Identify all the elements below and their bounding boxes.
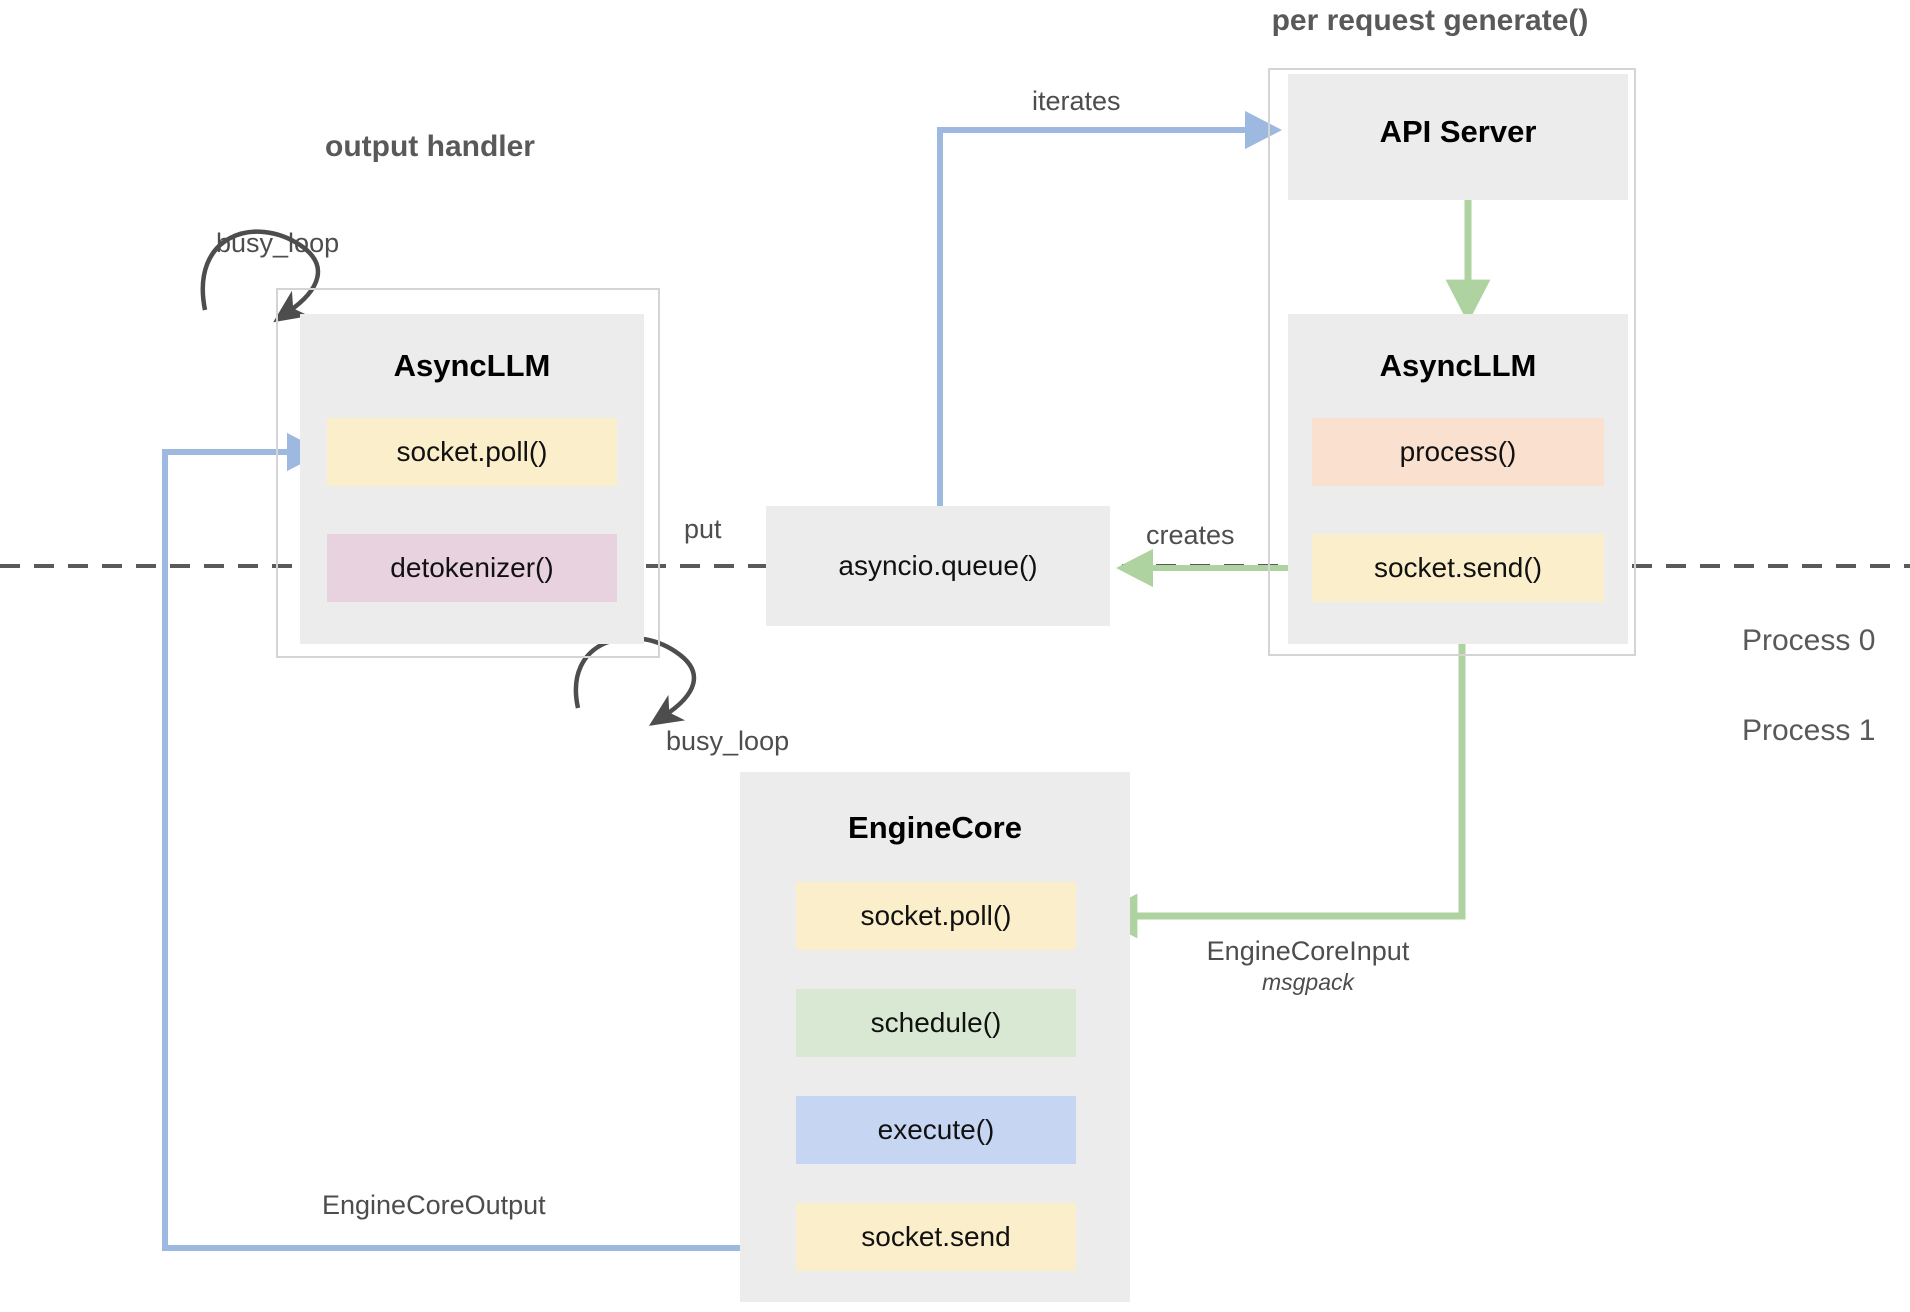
creates-label: creates <box>1146 520 1235 550</box>
busy-loop-label-bottom: busy_loop <box>666 726 790 756</box>
api-server-title: API Server <box>1379 114 1537 149</box>
output-handler-frame <box>276 288 660 658</box>
engine-core-input-label: EngineCoreInput <box>1206 936 1410 966</box>
chip-schedule[interactable]: schedule() <box>796 989 1076 1057</box>
chip-process[interactable]: process() <box>1312 418 1604 486</box>
chip-detokenizer[interactable]: detokenizer() <box>327 534 617 602</box>
engine-core-output-label: EngineCoreOutput <box>322 1190 546 1220</box>
engine-core-input-label-group: EngineCoreInput msgpack <box>1178 936 1438 996</box>
chip-socket-send-enginecore[interactable]: socket.send <box>796 1203 1076 1271</box>
asyncio-queue-box[interactable]: asyncio.queue() <box>766 506 1110 626</box>
chip-socket-poll-enginecore[interactable]: socket.poll() <box>796 882 1076 950</box>
output-handler-title: output handler <box>325 130 535 163</box>
enginecore-title: EngineCore <box>848 810 1022 845</box>
engine-core-input-sublabel: msgpack <box>1261 969 1355 995</box>
per-request-generate-title: per request generate() <box>1271 4 1589 37</box>
process-1-label: Process 1 <box>1742 714 1876 747</box>
put-label: put <box>684 514 722 544</box>
asyncllm-left-title: AsyncLLM <box>393 348 551 383</box>
iterates-label: iterates <box>1032 86 1121 116</box>
busy-loop-label-top: busy_loop <box>216 228 340 258</box>
per-request-frame <box>1268 68 1636 656</box>
chip-socket-send-asyncllm-right[interactable]: socket.send() <box>1312 534 1604 602</box>
process-0-label: Process 0 <box>1742 624 1876 657</box>
api-server-box[interactable]: API Server <box>1288 74 1628 200</box>
chip-execute[interactable]: execute() <box>796 1096 1076 1164</box>
iterates-arrow <box>937 110 1282 510</box>
chip-socket-poll-asyncllm-left[interactable]: socket.poll() <box>327 418 617 486</box>
asyncllm-right-title: AsyncLLM <box>1379 348 1537 383</box>
